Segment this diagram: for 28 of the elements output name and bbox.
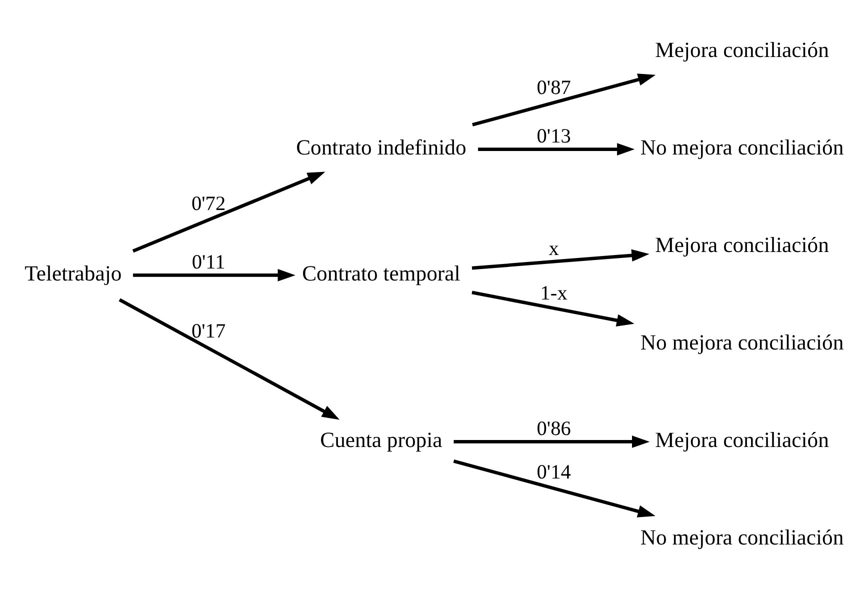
arrow — [472, 248, 650, 270]
arrow — [472, 73, 656, 126]
node-text: Cuenta propia — [320, 427, 442, 452]
arrow — [118, 298, 340, 420]
node-text: No mejora conciliación — [640, 524, 844, 549]
edge-label: 0'17 — [192, 320, 226, 342]
edge-label: 0'72 — [192, 192, 226, 215]
arrow — [133, 268, 296, 281]
arrow — [454, 435, 650, 448]
edge-label: 1-x — [540, 282, 568, 304]
edge-label: 0'14 — [536, 460, 571, 483]
edge-label: x — [548, 237, 559, 260]
edge-label: 0'11 — [192, 250, 226, 273]
arrow — [132, 171, 326, 252]
node-text: No mejora conciliación — [640, 330, 844, 354]
node-text: Contrato indefinido — [296, 134, 466, 159]
arrow — [472, 290, 634, 326]
edge-label: 0'13 — [536, 125, 571, 147]
node-text: Mejora conciliación — [655, 232, 829, 256]
edge-label: 0'86 — [536, 417, 571, 440]
node-text: Mejora conciliación — [655, 427, 829, 452]
arrow — [478, 142, 635, 155]
node-text: Contrato temporal — [302, 260, 460, 285]
node-text: Teletrabajo — [24, 260, 122, 285]
edge-label: 0'87 — [536, 76, 571, 98]
node-text: Mejora conciliación — [655, 37, 829, 62]
node-text: No mejora conciliación — [640, 134, 844, 159]
arrow — [453, 458, 656, 517]
